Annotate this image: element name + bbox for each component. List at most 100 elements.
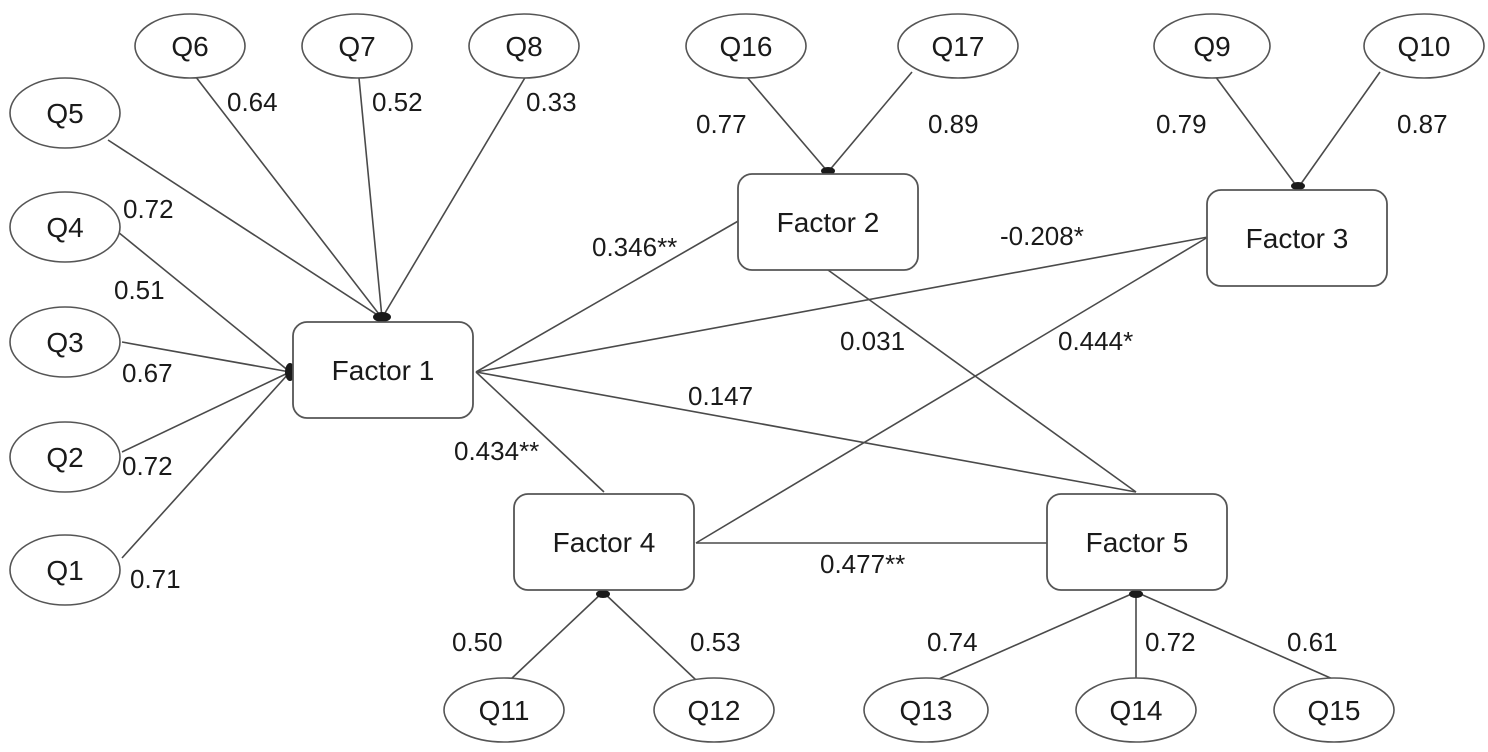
loading-label-q1: 0.71 bbox=[130, 564, 181, 594]
item-node-q4: Q4 bbox=[9, 191, 121, 263]
item-node-q6: Q6 bbox=[134, 13, 246, 79]
edge-factor2-factor5 bbox=[827, 269, 1137, 493]
item-node-q15: Q15 bbox=[1273, 677, 1395, 743]
edge-q8-factor1 bbox=[381, 75, 527, 319]
loading-label-q13: 0.74 bbox=[927, 627, 978, 657]
item-label: Q15 bbox=[1308, 695, 1361, 726]
edge-q9-factor3 bbox=[1214, 75, 1299, 189]
loading-label-q6: 0.64 bbox=[227, 87, 278, 117]
item-node-q7: Q7 bbox=[301, 13, 413, 79]
item-label: Q3 bbox=[46, 327, 83, 358]
item-label: Q2 bbox=[46, 442, 83, 473]
correlation-label-f3-f4: 0.444* bbox=[1058, 326, 1133, 356]
loading-label-q7: 0.52 bbox=[372, 87, 423, 117]
item-node-q12: Q12 bbox=[653, 677, 775, 743]
item-node-q17: Q17 bbox=[897, 13, 1019, 79]
correlation-labels: 0.346** -0.208* 0.434** 0.147 0.031 0.44… bbox=[454, 221, 1133, 579]
edge-q4-factor1 bbox=[117, 231, 291, 373]
edges bbox=[107, 71, 1381, 683]
edge-q17-factor2 bbox=[827, 71, 913, 173]
item-node-q3: Q3 bbox=[9, 306, 121, 378]
loading-label-q3: 0.67 bbox=[122, 358, 173, 388]
correlation-label-f1-f5: 0.147 bbox=[688, 381, 753, 411]
loading-label-q12: 0.53 bbox=[690, 627, 741, 657]
edge-q12-factor4 bbox=[602, 591, 697, 681]
item-node-q11: Q11 bbox=[443, 677, 565, 743]
factor-node-1: Factor 1 bbox=[292, 321, 474, 419]
item-label: Q1 bbox=[46, 555, 83, 586]
arrowhead-factor3-top bbox=[1291, 182, 1305, 190]
item-label: Q16 bbox=[720, 31, 773, 62]
loading-label-q4: 0.51 bbox=[114, 275, 165, 305]
loading-label-q16: 0.77 bbox=[696, 109, 747, 139]
edge-q7-factor1 bbox=[358, 77, 383, 319]
loading-label-q8: 0.33 bbox=[526, 87, 577, 117]
item-node-q9: Q9 bbox=[1153, 13, 1271, 79]
edge-q3-factor1 bbox=[121, 341, 291, 373]
edge-q1-factor1 bbox=[121, 371, 291, 559]
item-label: Q5 bbox=[46, 98, 83, 129]
arrowhead-factor5-bottom bbox=[1129, 590, 1143, 598]
item-node-q8: Q8 bbox=[468, 13, 580, 79]
observed-items: Q1 Q2 Q3 Q4 Q5 Q6 Q7 Q8 bbox=[9, 13, 1485, 743]
loading-label-q11: 0.50 bbox=[452, 627, 503, 657]
item-label: Q14 bbox=[1110, 695, 1163, 726]
edge-factor3-factor4 bbox=[695, 236, 1209, 544]
arrowhead-factor4-bottom bbox=[596, 590, 610, 598]
edge-factor1-factor3 bbox=[475, 236, 1209, 373]
item-label: Q8 bbox=[505, 31, 542, 62]
edge-q13-factor5 bbox=[931, 591, 1137, 683]
factor-label: Factor 5 bbox=[1086, 527, 1189, 558]
item-label: Q7 bbox=[338, 31, 375, 62]
factor-label: Factor 1 bbox=[332, 355, 435, 386]
factor-node-2: Factor 2 bbox=[737, 173, 919, 271]
item-node-q5: Q5 bbox=[9, 77, 121, 149]
item-label: Q9 bbox=[1193, 31, 1230, 62]
item-label: Q11 bbox=[479, 695, 530, 726]
loading-label-q10: 0.87 bbox=[1397, 109, 1448, 139]
correlation-label-f2-f5: 0.031 bbox=[840, 326, 905, 356]
edge-q11-factor4 bbox=[509, 591, 604, 681]
item-label: Q6 bbox=[171, 31, 208, 62]
edge-factor1-factor2 bbox=[475, 219, 741, 373]
item-node-q16: Q16 bbox=[685, 13, 807, 79]
edge-q5-factor1 bbox=[107, 139, 383, 319]
item-label: Q13 bbox=[900, 695, 953, 726]
loading-label-q9: 0.79 bbox=[1156, 109, 1207, 139]
factor-node-4: Factor 4 bbox=[513, 493, 695, 591]
edge-factor1-factor5 bbox=[475, 371, 1137, 493]
item-label: Q4 bbox=[46, 212, 83, 243]
loading-label-q17: 0.89 bbox=[928, 109, 979, 139]
item-label: Q10 bbox=[1398, 31, 1451, 62]
edge-q2-factor1 bbox=[121, 371, 291, 453]
edge-factor1-factor4 bbox=[475, 371, 605, 493]
loading-label-q5: 0.72 bbox=[123, 194, 174, 224]
arrowhead-factor2-top bbox=[821, 167, 835, 175]
item-node-q2: Q2 bbox=[9, 421, 121, 493]
edge-q6-factor1 bbox=[191, 71, 383, 319]
loading-label-q15: 0.61 bbox=[1287, 627, 1338, 657]
factor-label: Factor 4 bbox=[553, 527, 656, 558]
item-label: Q17 bbox=[932, 31, 985, 62]
edge-q15-factor5 bbox=[1135, 591, 1336, 681]
correlation-label-f1-f2: 0.346** bbox=[592, 232, 677, 262]
edge-q16-factor2 bbox=[745, 75, 829, 173]
arrowhead-factor1-top bbox=[373, 312, 391, 322]
item-node-q1: Q1 bbox=[9, 534, 121, 606]
loading-labels: 0.71 0.72 0.67 0.51 0.72 0.64 0.52 0.33 … bbox=[114, 87, 1448, 657]
item-label: Q12 bbox=[688, 695, 741, 726]
loading-label-q2: 0.72 bbox=[122, 451, 173, 481]
correlation-label-f1-f4: 0.434** bbox=[454, 436, 539, 466]
factor-node-3: Factor 3 bbox=[1206, 189, 1388, 287]
edge-q10-factor3 bbox=[1297, 71, 1381, 189]
factor-label: Factor 2 bbox=[777, 207, 880, 238]
factors: Factor 1 Factor 2 Factor 3 Factor 4 Fact… bbox=[292, 173, 1388, 591]
factor-node-5: Factor 5 bbox=[1046, 493, 1228, 591]
correlation-label-f1-f3: -0.208* bbox=[1000, 221, 1084, 251]
factor-label: Factor 3 bbox=[1246, 223, 1349, 254]
item-node-q13: Q13 bbox=[863, 677, 989, 743]
item-node-q10: Q10 bbox=[1363, 13, 1485, 79]
loading-label-q14: 0.72 bbox=[1145, 627, 1196, 657]
item-node-q14: Q14 bbox=[1075, 677, 1197, 743]
